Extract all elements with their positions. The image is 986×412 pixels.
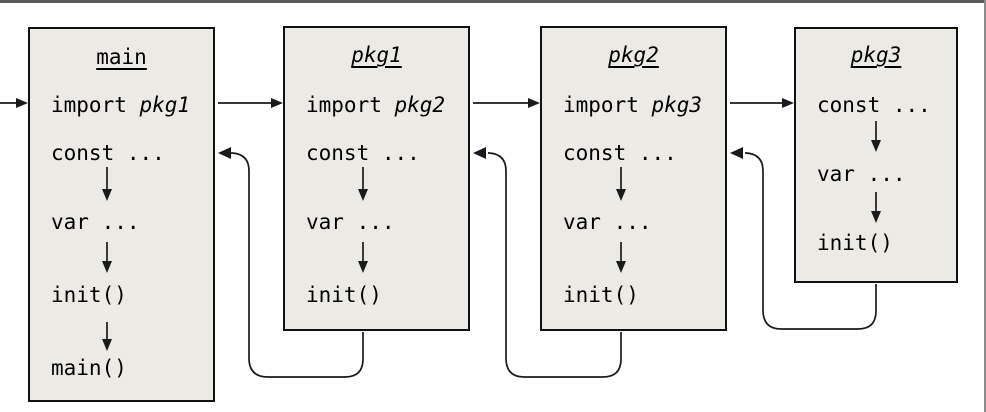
row-import: import pkg3 <box>563 93 702 117</box>
package-box-main: main import pkg1 const ... var ... init()… <box>28 27 215 402</box>
row-init: init() <box>563 283 639 307</box>
row-const: const ... <box>306 141 420 165</box>
row-init: init() <box>817 231 893 255</box>
import-keyword: import <box>563 93 639 117</box>
row-const: const ... <box>51 141 165 165</box>
import-package-name: pkg3 <box>651 93 703 117</box>
import-package-name: pkg1 <box>139 93 191 117</box>
row-init: init() <box>51 283 127 307</box>
box-title-pkg1: pkg1 <box>351 43 402 67</box>
row-var: var ... <box>51 210 140 234</box>
box-title-main: main <box>96 45 147 69</box>
import-arrow-main-pkg1-icon <box>218 98 283 108</box>
import-arrow-pkg2-pkg3-icon <box>730 98 794 108</box>
row-var: var ... <box>563 210 652 234</box>
import-keyword: import <box>51 93 127 117</box>
figure-right-border <box>984 0 986 412</box>
row-const: const ... <box>817 93 931 117</box>
import-package-name: pkg2 <box>394 93 446 117</box>
row-const: const ... <box>563 141 677 165</box>
box-title-pkg2: pkg2 <box>608 43 659 67</box>
entry-arrow-icon <box>0 98 28 108</box>
box-title-pkg3: pkg3 <box>850 43 902 67</box>
package-box-pkg2: pkg2 import pkg3 const ... var ... init() <box>540 26 727 331</box>
row-import: import pkg2 <box>306 93 445 117</box>
row-main-call: main() <box>51 356 127 380</box>
import-arrow-pkg1-pkg2-icon <box>473 98 540 108</box>
row-init: init() <box>306 283 382 307</box>
package-box-pkg1: pkg1 import pkg2 const ... var ... init() <box>283 26 470 331</box>
row-var: var ... <box>306 210 395 234</box>
row-import: import pkg1 <box>51 93 190 117</box>
import-keyword: import <box>306 93 382 117</box>
package-box-pkg3: pkg3 const ... var ... init() <box>794 27 958 283</box>
row-var: var ... <box>817 162 906 186</box>
figure-top-border <box>0 0 986 3</box>
